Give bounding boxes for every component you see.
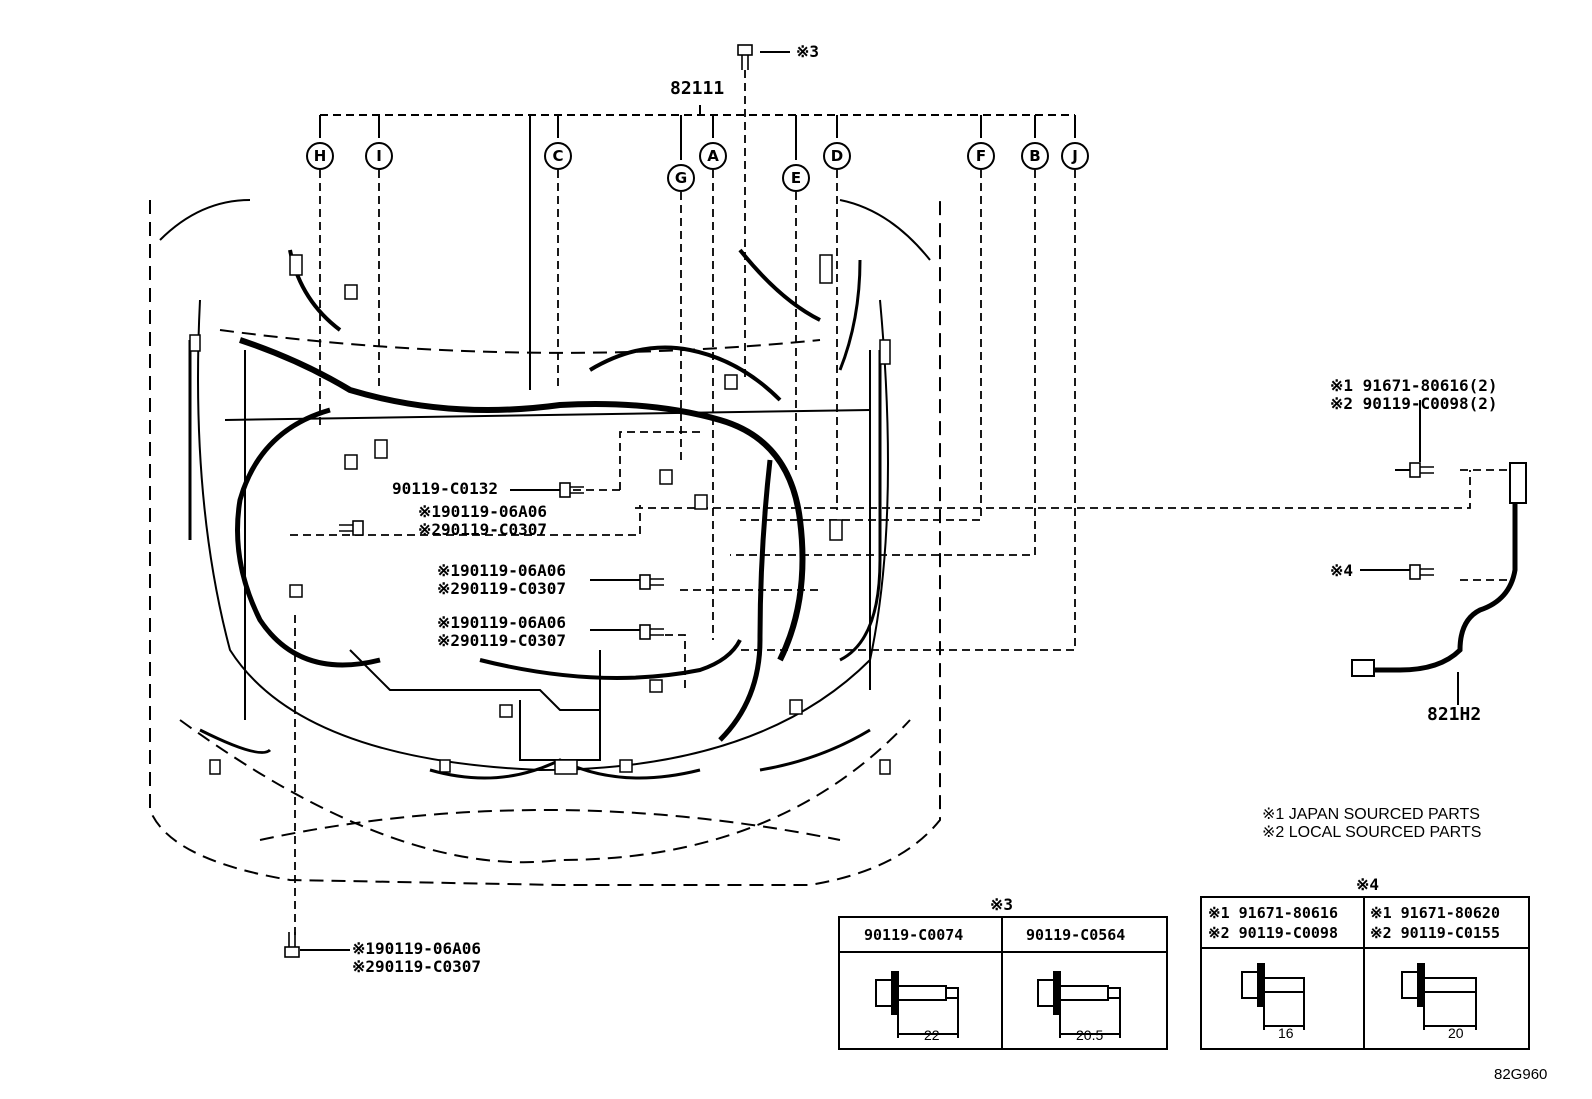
bolt-label-mid2-1: ※190119-06A06 bbox=[437, 613, 566, 632]
legend-japan: ※1 JAPAN SOURCED PARTS bbox=[1262, 806, 1480, 823]
legend-local: ※2 LOCAL SOURCED PARTS bbox=[1262, 824, 1482, 841]
table3-col1: 90119-C0074 bbox=[864, 926, 964, 944]
sub-part-number: 821H2 bbox=[1427, 704, 1482, 725]
table3-title: ※3 bbox=[990, 895, 1014, 914]
mark3-label: ※3 bbox=[796, 42, 820, 61]
table4-col2-a: ※1 91671-80620 bbox=[1370, 904, 1500, 922]
table4-dim2: 20 bbox=[1448, 1025, 1464, 1041]
table3-dim2: 20.5 bbox=[1076, 1027, 1104, 1043]
figure-code: 82G960 bbox=[1494, 1066, 1548, 1083]
callout-j: J bbox=[1061, 142, 1089, 170]
bolt-label-mid2-2: ※290119-C0307 bbox=[437, 631, 566, 650]
callout-d: D bbox=[823, 142, 851, 170]
table4-col1-b: ※2 90119-C0098 bbox=[1208, 924, 1338, 942]
table4-grid bbox=[1202, 898, 1528, 1048]
bolt-label-left-2: ※290119-C0307 bbox=[418, 520, 547, 539]
callout-a: A bbox=[699, 142, 727, 170]
bolt-label-bottom-1: ※190119-06A06 bbox=[352, 939, 481, 958]
callout-g: G bbox=[667, 164, 695, 192]
sub-part-bolt-1: ※1 91671-80616(2) bbox=[1330, 376, 1498, 395]
bolt-label-mid1-1: ※190119-06A06 bbox=[437, 561, 566, 580]
table4-col2-b: ※2 90119-C0155 bbox=[1370, 924, 1500, 942]
main-part-number: 82111 bbox=[670, 78, 725, 99]
sub-part-mark4: ※4 bbox=[1330, 561, 1354, 580]
table4-title: ※4 bbox=[1356, 875, 1380, 894]
bolt-label-mid1-2: ※290119-C0307 bbox=[437, 579, 566, 598]
callout-c: C bbox=[544, 142, 572, 170]
table3-col2: 90119-C0564 bbox=[1026, 926, 1126, 944]
sub-part-bolt-2: ※2 90119-C0098(2) bbox=[1330, 394, 1498, 413]
table3: 90119-C0074 90119-C0564 22 20.5 bbox=[838, 916, 1168, 1050]
bolt-label-bottom-2: ※290119-C0307 bbox=[352, 957, 481, 976]
callout-b: B bbox=[1021, 142, 1049, 170]
table4-col1-a: ※1 91671-80616 bbox=[1208, 904, 1338, 922]
bolt-label-c0132: 90119-C0132 bbox=[392, 479, 498, 498]
callout-e: E bbox=[782, 164, 810, 192]
table3-dim1: 22 bbox=[924, 1027, 940, 1043]
table4: ※1 91671-80616 ※2 90119-C0098 ※1 91671-8… bbox=[1200, 896, 1530, 1050]
table3-grid bbox=[840, 918, 1166, 1048]
callout-f: F bbox=[967, 142, 995, 170]
bolt-label-left-1: ※190119-06A06 bbox=[418, 502, 547, 521]
callout-i: I bbox=[365, 142, 393, 170]
callout-h: H bbox=[306, 142, 334, 170]
table4-dim1: 16 bbox=[1278, 1025, 1294, 1041]
